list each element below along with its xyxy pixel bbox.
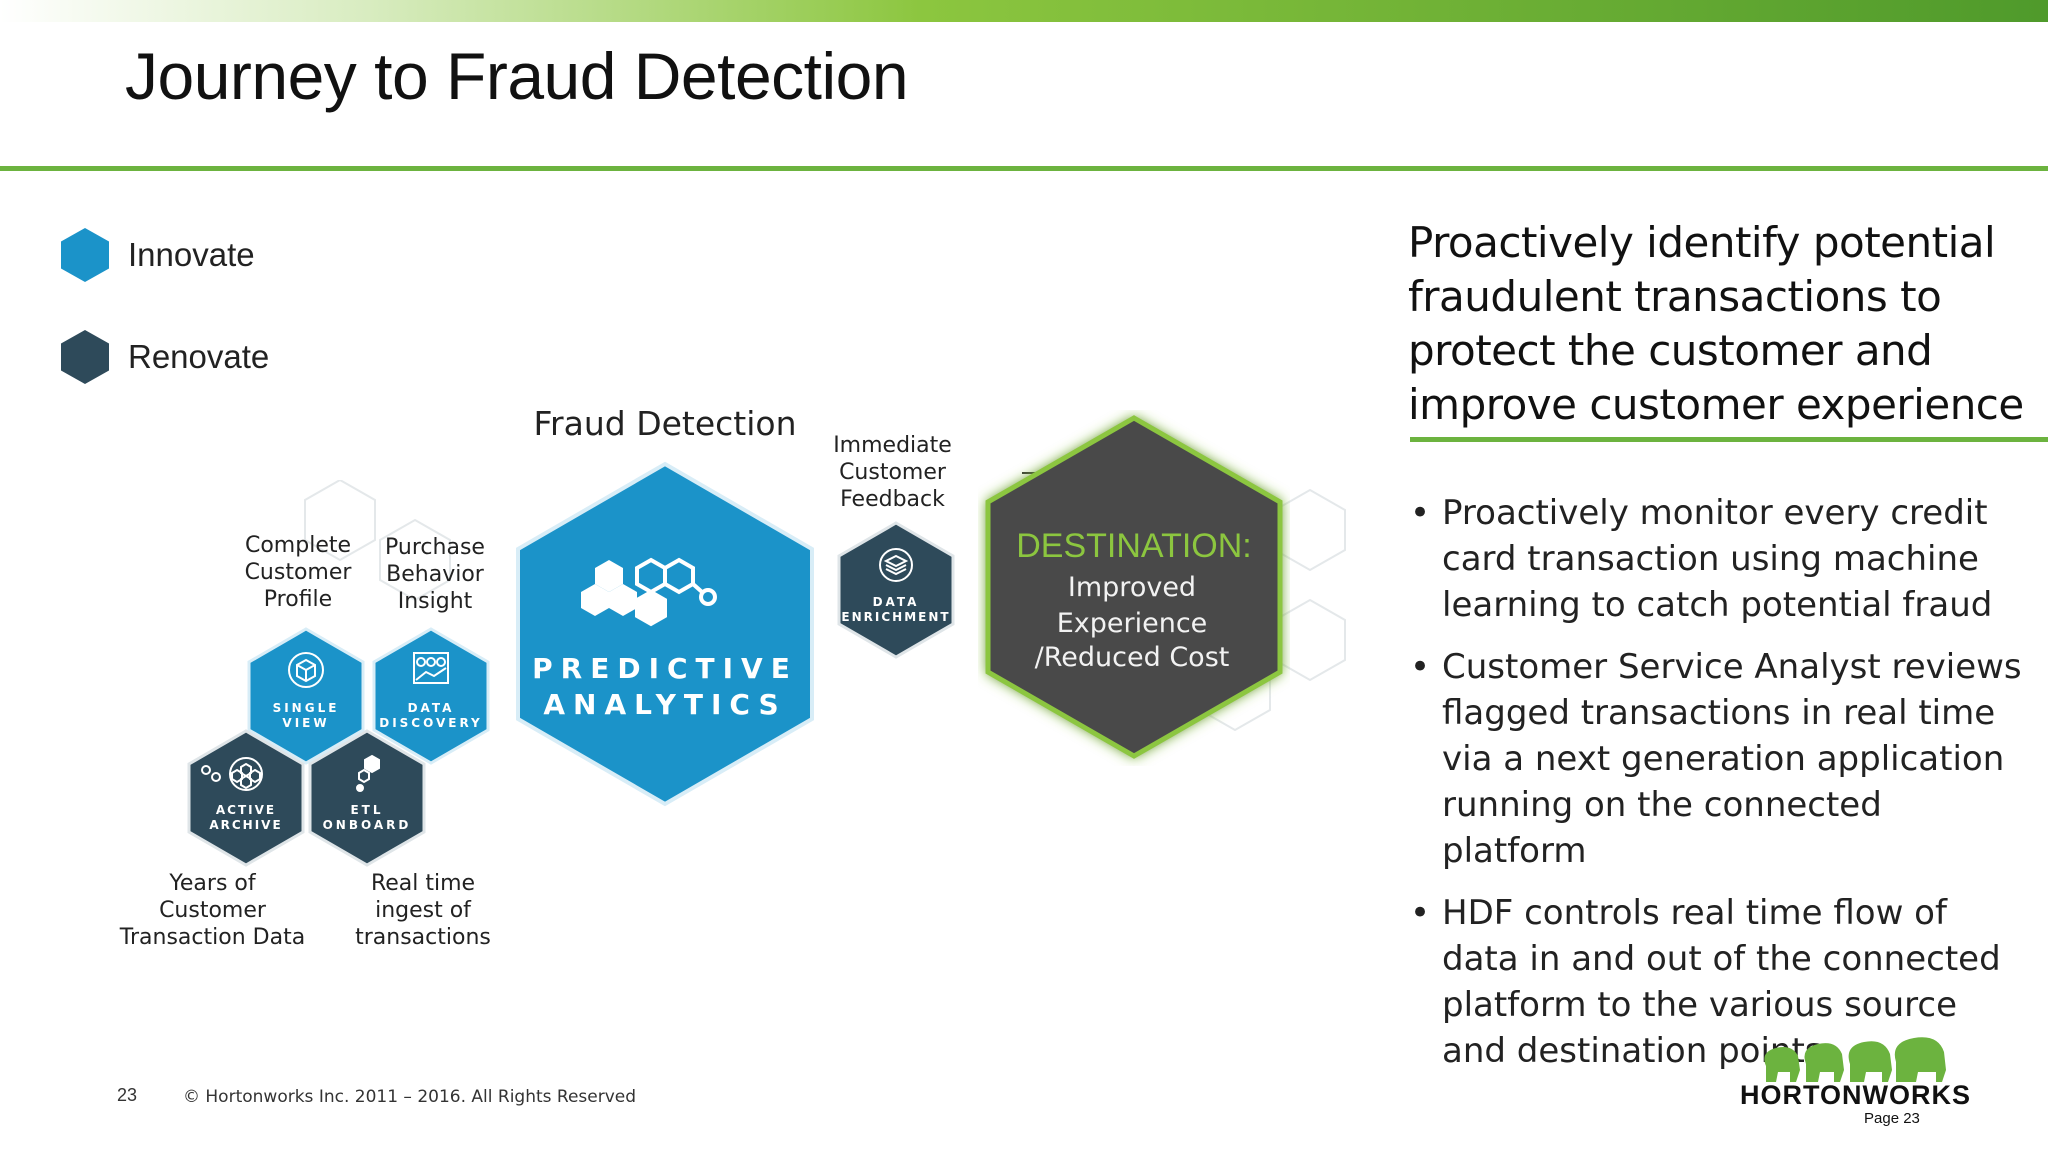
svg-text:DATA: DATA <box>408 701 455 715</box>
hexagon-icon <box>61 330 109 384</box>
footer-copyright: © Hortonworks Inc. 2011 – 2016. All Righ… <box>183 1087 637 1107</box>
hexagon-cluster-icon <box>581 560 637 616</box>
svg-text:ARCHIVE: ARCHIVE <box>209 818 282 832</box>
bullet-dot-icon: • <box>1410 893 1431 933</box>
legend-innovate: Innovate <box>56 226 255 284</box>
footer-page-number: 23 <box>117 1085 138 1105</box>
etl-onboard-hex: ETL ONBOARD <box>306 728 428 868</box>
svg-text:ENRICHMENT: ENRICHMENT <box>841 610 950 624</box>
svg-text:VIEW: VIEW <box>282 716 329 730</box>
elephants-icon <box>1764 1037 1946 1082</box>
predictive-analytics-hex: PREDICTIVE ANALYTICS <box>512 460 818 810</box>
predictive-line1: PREDICTIVE <box>532 652 798 685</box>
right-divider <box>1410 437 2048 442</box>
svg-text:ONBOARD: ONBOARD <box>323 818 412 832</box>
etl-icon <box>356 754 380 792</box>
right-heading: Proactively identify potential fraudulen… <box>1408 218 2024 429</box>
single-view-hex: SINGLE VIEW <box>245 626 367 766</box>
bullet-item: •Proactively monitor every credit card t… <box>1410 490 2030 628</box>
svg-text:ETL: ETL <box>350 803 383 817</box>
data-enrichment-hex: DATA ENRICHMENT <box>835 520 957 660</box>
active-archive-caption: Years of Customer Transaction Data <box>119 871 306 950</box>
logo-wordmark: HORTONWORKS <box>1740 1080 1971 1110</box>
hexagon-icon <box>61 228 109 282</box>
single-view-caption: Complete Customer Profile <box>244 533 352 612</box>
svg-text:Improved: Improved <box>1068 572 1196 603</box>
bullet-item: •HDF controls real time flow of data in … <box>1410 890 2030 1074</box>
data-enrichment-caption: Immediate Customer Feedback <box>833 433 952 512</box>
fraud-detection-label: Fraud Detection <box>533 404 797 443</box>
predictive-line2: ANALYTICS <box>543 688 786 721</box>
bullet-dot-icon: • <box>1410 493 1431 533</box>
svg-text:ACTIVE: ACTIVE <box>216 803 276 817</box>
logo-page-label: Page 23 <box>1864 1110 1920 1127</box>
destination-title: DESTINATION: <box>1016 527 1252 565</box>
svg-text:DISCOVERY: DISCOVERY <box>379 716 483 730</box>
svg-text:Experience: Experience <box>1057 608 1208 639</box>
top-accent-bar <box>0 0 2048 22</box>
data-discovery-caption: Purchase Behavior Insight <box>385 535 485 614</box>
archive-icon <box>201 757 263 791</box>
discovery-icon <box>413 652 449 684</box>
svg-text:/Reduced Cost: /Reduced Cost <box>1035 642 1230 673</box>
svg-text:DATA: DATA <box>873 595 920 609</box>
active-archive-hex: ACTIVE ARCHIVE <box>185 728 307 868</box>
svg-text:SINGLE: SINGLE <box>273 701 340 715</box>
bullet-list: •Proactively monitor every credit card t… <box>1410 490 2030 1090</box>
stack-icon <box>879 548 913 582</box>
destination-hex: DESTINATION: Improved Experience /Reduce… <box>978 410 1290 766</box>
legend-label-innovate: Innovate <box>128 236 255 273</box>
cube-icon <box>288 652 324 688</box>
slide-title: Journey to Fraud Detection <box>125 39 909 113</box>
hortonworks-logo: HORTONWORKS Page 23 <box>1740 1030 1970 1130</box>
bullet-dot-icon: • <box>1410 647 1431 687</box>
legend-renovate: Renovate <box>56 328 269 386</box>
bullet-item: •Customer Service Analyst reviews flagge… <box>1410 644 2030 874</box>
data-discovery-hex: DATA DISCOVERY <box>370 626 492 766</box>
title-divider <box>0 166 2048 171</box>
legend-label-renovate: Renovate <box>128 338 270 375</box>
etl-onboard-caption: Real time ingest of transactions <box>355 871 491 950</box>
